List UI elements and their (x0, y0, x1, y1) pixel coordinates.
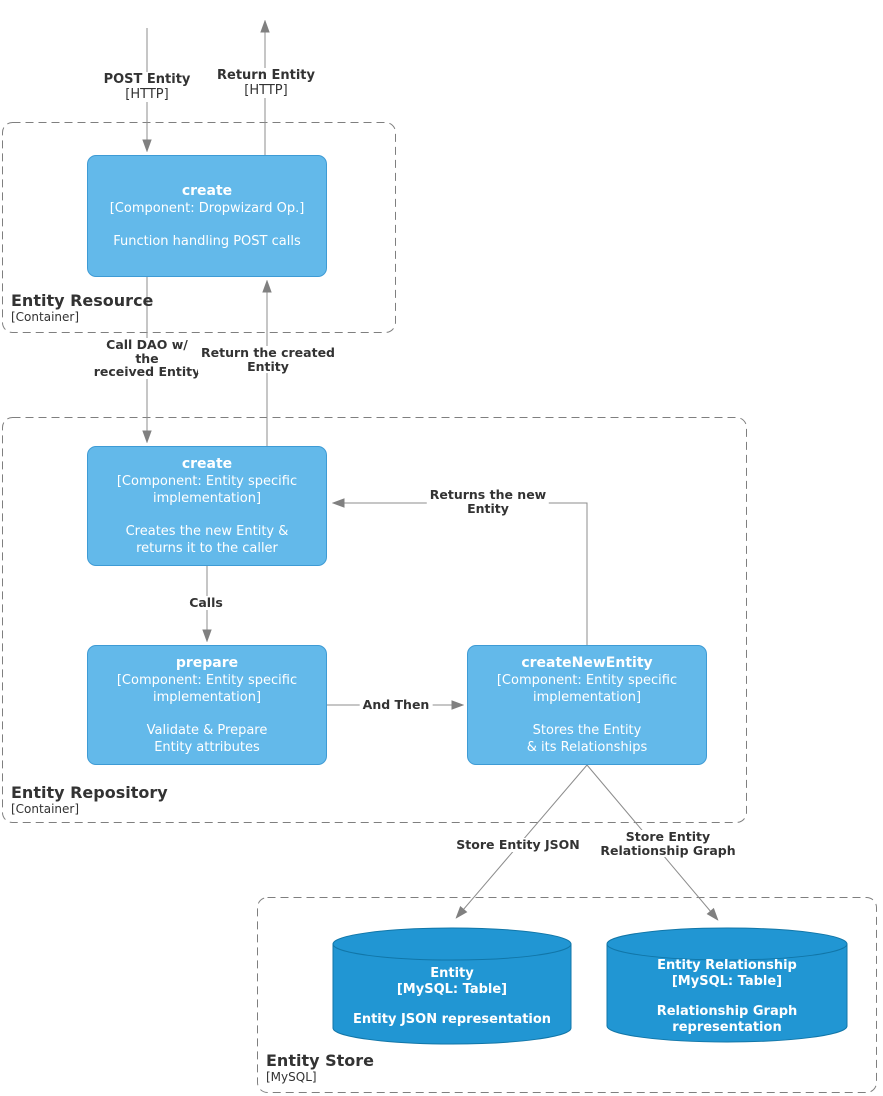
component-description: Function handling POST calls (113, 233, 301, 249)
entity-relationship-table-text: Entity Relationship [MySQL: Table] Relat… (607, 958, 847, 1036)
entity-resource-label: Entity Resource [Container] (11, 291, 154, 325)
store-entity-json-label: Store Entity JSON (453, 838, 583, 852)
container-subtitle: [Container] (11, 310, 80, 324)
entity-table-text: Entity [MySQL: Table] Entity JSON repres… (333, 966, 571, 1028)
returns-new-entity-label: Returns the new Entity (426, 488, 550, 515)
database-type: [MySQL: Table] (671, 974, 783, 989)
database-type: [MySQL: Table] (396, 982, 508, 997)
edge-label-name: POST Entity (103, 72, 191, 87)
component-description: Validate & Prepare Entity attributes (146, 722, 268, 755)
database-title: Entity (430, 966, 474, 981)
entity-resource-container (2, 122, 396, 333)
component-prepare: prepare [Component: Entity specific impl… (87, 645, 327, 765)
return-entity-label: Return Entity [HTTP] (214, 68, 318, 98)
container-title: Entity Store (266, 1051, 375, 1070)
component-title: prepare (175, 654, 239, 671)
return-created-label: Return the created Entity (198, 346, 338, 373)
returns-new-entity-arrow (334, 503, 588, 645)
component-type: [Component: Entity specific implementati… (496, 672, 678, 705)
component-type: [Component: Dropwizard Op.] (109, 200, 305, 216)
database-title: Entity Relationship (657, 958, 797, 973)
entity-repository-container (2, 417, 747, 823)
container-title: Entity Repository (11, 783, 168, 802)
component-type: [Component: Entity specific implementati… (116, 672, 298, 705)
entity-table-cylinder (332, 927, 572, 1045)
entity-relationship-table-cylinder (606, 927, 848, 1043)
container-subtitle: [MySQL] (266, 1070, 317, 1084)
container-subtitle: [Container] (11, 802, 80, 816)
component-title: create (181, 455, 233, 472)
component-title: create (181, 182, 233, 199)
edge-label-name: Return Entity (217, 68, 315, 83)
database-description: Entity JSON representation (352, 1012, 552, 1027)
component-create-new-entity: createNewEntity [Component: Entity speci… (467, 645, 707, 765)
entity-repository-label: Entity Repository [Container] (11, 783, 168, 817)
component-title: createNewEntity (521, 654, 653, 671)
post-entity-label: POST Entity [HTTP] (100, 72, 194, 102)
component-description: Stores the Entity & its Relationships (526, 722, 648, 755)
entity-store-label: Entity Store [MySQL] (266, 1051, 375, 1085)
component-description: Creates the new Entity & returns it to t… (125, 523, 289, 556)
calls-label: Calls (186, 596, 226, 610)
component-type: [Component: Entity specific implementati… (116, 473, 298, 506)
entity-store-container (257, 897, 877, 1093)
edge-label-protocol: [HTTP] (244, 83, 288, 98)
call-dao-label: Call DAO w/ the received Entity (90, 338, 204, 379)
component-create-resource: create [Component: Dropwizard Op.] Funct… (87, 155, 327, 277)
and-then-label: And Then (359, 698, 433, 712)
database-description: Relationship Graph representation (656, 1004, 798, 1035)
component-create-repository: create [Component: Entity specific imple… (87, 446, 327, 566)
container-title: Entity Resource (11, 291, 154, 310)
edge-label-protocol: [HTTP] (125, 87, 169, 102)
store-entity-relationship-graph-label: Store Entity Relationship Graph (597, 830, 739, 857)
